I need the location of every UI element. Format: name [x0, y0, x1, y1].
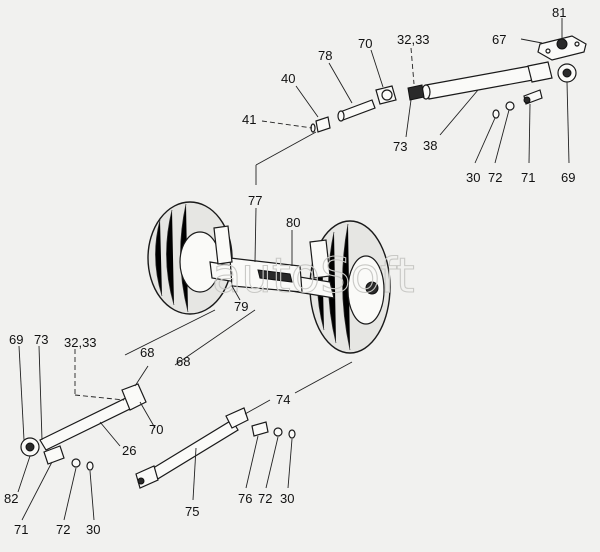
right-wheel [309, 220, 391, 354]
label-30-upper: 30 [466, 170, 480, 185]
tie-rod-75 [135, 407, 249, 489]
label-73-upper: 73 [393, 139, 407, 154]
label-77: 77 [248, 193, 262, 208]
label-40: 40 [281, 71, 295, 86]
label-32-33-lower: 32,33 [64, 335, 97, 350]
label-70-lower: 70 [149, 422, 163, 437]
label-68-right: 68 [176, 354, 190, 369]
label-41: 41 [242, 112, 256, 127]
ring-72-lower [71, 458, 81, 468]
label-78: 78 [318, 48, 332, 63]
label-75: 75 [185, 504, 199, 519]
label-81: 81 [552, 5, 566, 20]
shaft-upper [421, 61, 553, 100]
ring-30-right [288, 429, 296, 439]
ring-30-lower [86, 461, 94, 471]
label-68-left: 68 [140, 345, 154, 360]
axle-beam [209, 225, 335, 299]
label-82: 82 [4, 491, 18, 506]
label-30-lower: 30 [86, 522, 100, 537]
label-80: 80 [286, 215, 300, 230]
label-71-lower: 71 [14, 522, 28, 537]
leader-lines [17, 38, 570, 521]
joint-upper [557, 63, 577, 83]
coupling-upper [375, 84, 425, 105]
label-73-lower: 73 [34, 332, 48, 347]
watermark: autoSoft [212, 248, 415, 304]
label-72-upper: 72 [488, 170, 502, 185]
label-72-right: 72 [258, 491, 272, 506]
label-70-upper: 70 [358, 36, 372, 51]
label-69-lower: 69 [9, 332, 23, 347]
label-26: 26 [122, 443, 136, 458]
shaft-lower-left [20, 383, 147, 465]
callout-labels: 81 67 70 32,33 78 40 41 73 38 30 72 71 6… [4, 5, 575, 537]
label-72-lower: 72 [56, 522, 70, 537]
pin-78 [337, 99, 376, 122]
label-76: 76 [238, 491, 252, 506]
fitting-71 [523, 89, 543, 105]
mounting-bracket [537, 18, 587, 61]
ring-72-right [273, 427, 283, 437]
label-32-33-upper: 32,33 [397, 32, 430, 47]
nut-40 [315, 116, 331, 133]
label-74: 74 [276, 392, 290, 407]
left-wheel [147, 201, 233, 315]
label-38: 38 [423, 138, 437, 153]
ring-72 [505, 101, 515, 111]
ring-30 [492, 109, 500, 119]
label-71-upper: 71 [521, 170, 535, 185]
label-69-upper: 69 [561, 170, 575, 185]
label-67: 67 [492, 32, 506, 47]
label-79: 79 [234, 299, 248, 314]
label-30-right: 30 [280, 491, 294, 506]
fitting-76 [251, 421, 269, 437]
